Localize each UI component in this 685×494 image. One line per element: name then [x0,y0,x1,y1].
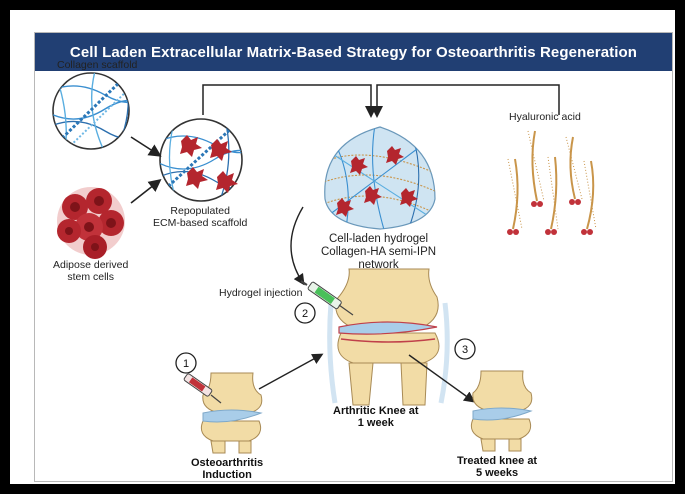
label-oa-line1: Osteoarthritis [191,457,264,469]
svg-text:2: 2 [302,308,308,320]
label-repopulated-line2: ECM-based scaffold [153,217,248,229]
label-arthritic-knee: Arthritic Knee at 1 week [333,405,419,429]
arthritic-knee-icon [327,268,450,406]
label-arthritic-line1: Arthritic Knee at [333,405,419,417]
adipose-stem-cells-icon [57,187,125,259]
injection-syringe-icon [300,280,354,316]
label-arthritic-line2: 1 week [357,417,394,429]
induction-syringe-icon [183,373,222,404]
arrow-collagen-to-scaffold [130,136,162,157]
label-collagen-scaffold: Collagen scaffold [57,59,138,71]
step-badge-3: 3 [454,338,476,360]
svg-text:1: 1 [183,358,189,370]
label-hydrogel-line1: Cell-laden hydrogel [328,233,429,245]
induction-knee-icon [200,372,263,454]
label-oa-induction: Osteoarthritis Induction [191,457,263,481]
outer-frame: Cell Laden Extracellular Matrix-Based St… [10,10,675,484]
arrow-arthritic-to-treated [408,354,476,403]
label-hydrogel-line3: network [358,259,399,271]
label-hydrogel-injection: Hydrogel injection [219,287,303,299]
step-badge-2: 2 [294,302,316,324]
label-adipose-line1: Adipose derived [53,259,129,271]
label-adipose-cells: Adipose derived stem cells [53,259,128,283]
hydrogel-network-icon [324,126,436,230]
repopulated-scaffold-icon [159,118,243,202]
label-treated-knee: Treated knee at 5 weeks [457,455,537,479]
label-treated-line1: Treated knee at [457,455,538,467]
label-repopulated-line1: Repopulated [170,205,230,217]
step-badge-1: 1 [175,352,197,374]
diagram-artwork: 1 2 3 [52,72,597,454]
arrow-hydrogel-to-injection [290,206,305,286]
label-repopulated: Repopulated ECM-based scaffold [153,205,247,229]
svg-text:3: 3 [462,344,468,356]
arrow-induction-to-arthritic [258,353,324,390]
figure-panel: Cell Laden Extracellular Matrix-Based St… [34,32,673,482]
hyaluronic-acid-icon [507,130,597,235]
label-hyaluronic-acid: Hyaluronic acid [509,111,581,123]
connector-bracket [202,84,560,118]
figure-title: Cell Laden Extracellular Matrix-Based St… [35,33,672,71]
collagen-scaffold-icon [52,72,130,150]
label-oa-line2: Induction [202,469,252,481]
arrow-cells-to-scaffold [130,179,162,204]
label-treated-line2: 5 weeks [475,467,519,479]
label-adipose-line2: stem cells [67,271,114,283]
label-hydrogel-line2: Collagen-HA semi-IPN [321,246,437,258]
label-hydrogel: Cell-laden hydrogel Collagen-HA semi-IPN… [321,233,436,272]
treated-knee-icon [470,370,533,452]
